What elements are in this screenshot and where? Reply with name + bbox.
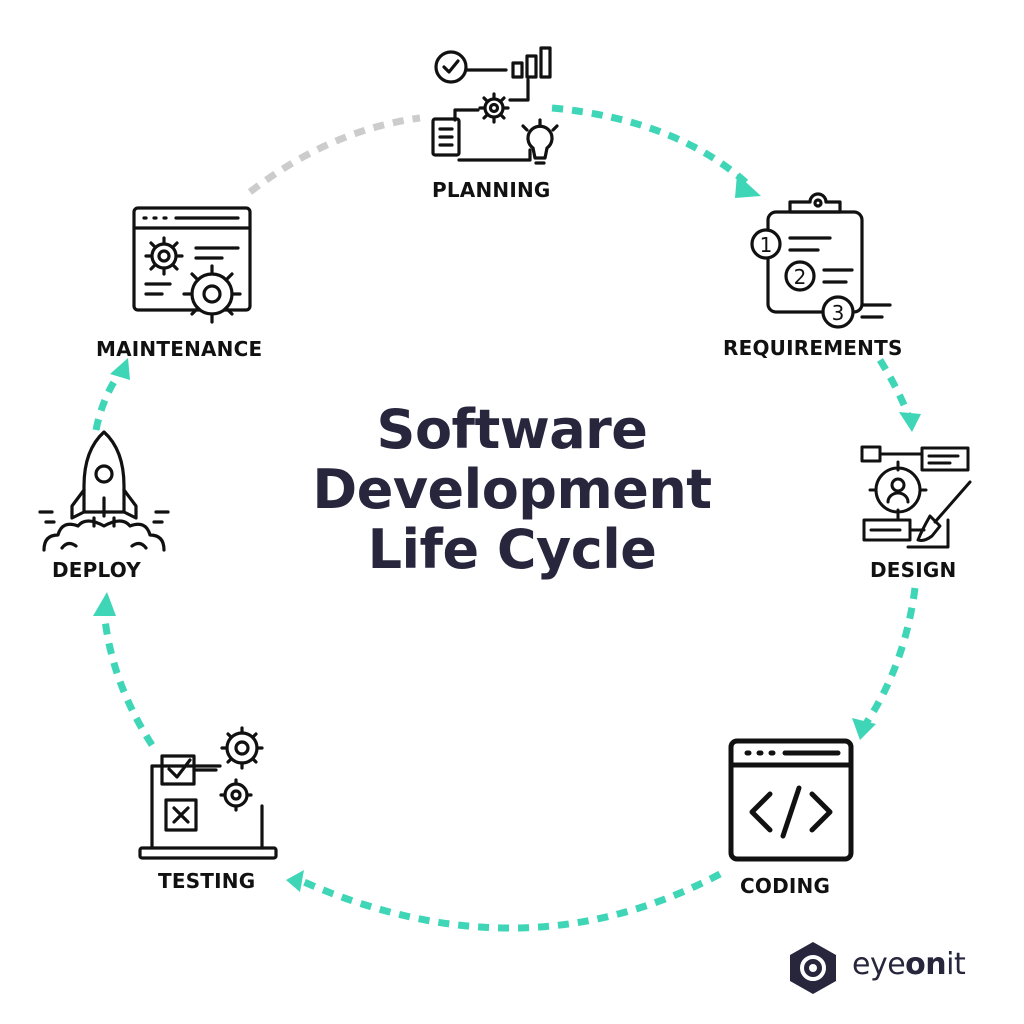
arrow-testing-to-deploy: [100, 609, 155, 747]
title-line-3: Life Cycle: [367, 518, 657, 581]
maintenance-gears-icon: [132, 206, 252, 324]
stage-label-testing: TESTING: [158, 869, 256, 893]
planning-icon: [431, 46, 559, 165]
svg-text:3: 3: [832, 301, 845, 325]
brand-suffix: it: [946, 946, 966, 982]
eye-logo-icon: [790, 942, 836, 994]
stage-label-design: DESIGN: [870, 558, 957, 582]
arrowhead-design: [899, 412, 921, 432]
arrowheads: [93, 174, 921, 892]
rocket-icon: [38, 430, 170, 552]
stage-label-deploy: DEPLOY: [52, 558, 141, 582]
design-brush-icon: [860, 445, 972, 549]
stage-label-requirements: REQUIREMENTS: [723, 336, 903, 360]
arrow-requirements-to-design: [877, 358, 914, 422]
clipboard-checklist-icon: 1 2 3: [750, 192, 892, 329]
arrow-design-to-coding: [862, 587, 919, 727]
brand-name: eyeonit: [852, 946, 966, 982]
arrow-deploy-to-maintenance: [92, 367, 125, 431]
arrowhead-testing: [286, 870, 304, 892]
brand-bold: on: [905, 946, 947, 982]
arrowhead-deploy: [93, 592, 116, 616]
arrowhead-maintenance: [110, 358, 130, 380]
testing-laptop-icon: [138, 726, 278, 860]
stage-label-coding: CODING: [740, 874, 831, 898]
brand-prefix: eye: [852, 946, 906, 982]
svg-text:2: 2: [794, 265, 807, 289]
arrow-coding-to-testing: [293, 870, 722, 932]
arrowhead-coding: [852, 718, 876, 740]
title-line-2: Development: [312, 458, 712, 521]
stage-label-planning: PLANNING: [432, 178, 551, 202]
title-line-1: Software: [376, 398, 648, 461]
arrowhead-requirements: [735, 174, 761, 198]
brand-logo: eyeonit: [790, 938, 966, 990]
stage-label-maintenance: MAINTENANCE: [96, 337, 263, 361]
arrow-planning-to-requirements: [551, 104, 755, 191]
diagram-title: Software Development Life Cycle: [262, 400, 762, 580]
arrow-maintenance-to-planning: [247, 114, 421, 195]
code-window-icon: [728, 738, 854, 862]
svg-text:1: 1: [760, 233, 773, 257]
